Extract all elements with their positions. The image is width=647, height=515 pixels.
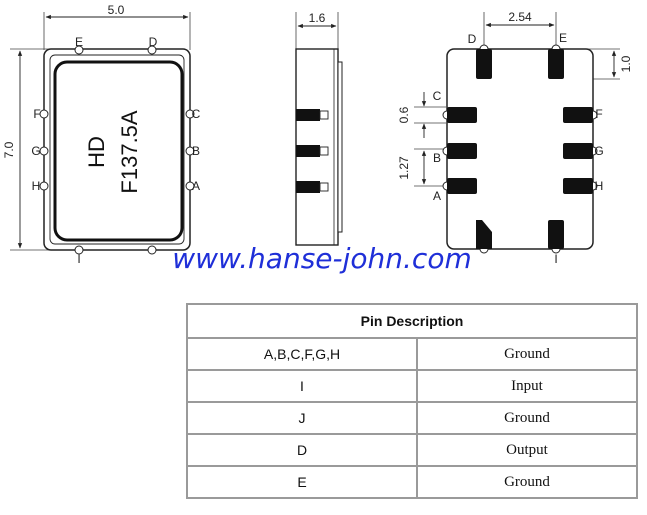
pad-b — [447, 143, 477, 159]
pad-dimension-label: 1.0 — [619, 55, 633, 72]
pin-label-h-top: H — [32, 179, 41, 193]
pin-label-a-bottom: A — [433, 189, 441, 203]
table-row: A,B,C,F,G,H Ground — [186, 337, 638, 371]
package-drawing: 5.0 7.0 E D F G H C B A I HD F137.5A — [2, 3, 633, 275]
watermark: www.hanse-john.com — [172, 242, 471, 275]
pin-label-b-top: B — [192, 144, 200, 158]
height-dimension-label: 7.0 — [2, 141, 16, 158]
pin-label-b-bottom: B — [433, 151, 441, 165]
pin-label-c-top: C — [192, 107, 201, 121]
top-view: 5.0 7.0 E D F G H C B A I HD F137.5A — [2, 3, 201, 266]
marking-line-1: HD — [84, 136, 109, 168]
pad-a — [447, 178, 477, 194]
pin-cell: A,B,C,F,G,H — [186, 337, 418, 371]
pin-label-i-top: I — [77, 252, 80, 266]
function-cell: Output — [416, 433, 638, 467]
table-row: I Input — [186, 369, 638, 403]
pad-i — [476, 220, 492, 249]
table-row: E Ground — [186, 465, 638, 499]
pad-j — [548, 220, 564, 249]
pin-description-table: Pin Description A,B,C,F,G,H Ground I Inp… — [186, 303, 638, 499]
pin-cell: E — [186, 465, 418, 499]
pin-table-header: Pin Description — [186, 303, 638, 339]
pad-g — [563, 143, 593, 159]
pad-e — [548, 49, 564, 79]
lid — [53, 60, 184, 242]
pin-label-d-bottom: D — [468, 32, 477, 46]
pin-label-e-top: E — [75, 35, 83, 49]
side-view: 1.6 — [295, 11, 343, 246]
pin-cell: I — [186, 369, 418, 403]
thickness-dimension-label: 1.6 — [309, 11, 326, 25]
function-cell: Ground — [416, 337, 638, 371]
pad-c — [447, 107, 477, 123]
pitch-dimension-label: 2.54 — [508, 10, 532, 24]
pin-label-f-bottom: F — [595, 107, 602, 121]
pin-label-i-bottom: I — [554, 252, 557, 266]
pin-label-c-bottom: C — [433, 89, 442, 103]
pin-label-f-top: F — [33, 107, 40, 121]
pin-label-d-top: D — [149, 35, 158, 49]
marking-line-2: F137.5A — [117, 110, 142, 193]
pad-height-dimension-label: 0.6 — [397, 106, 411, 123]
pin-label-h-bottom: H — [595, 179, 604, 193]
pad-pitch-dimension-label: 1.27 — [397, 156, 411, 180]
pin-label-e-bottom: E — [559, 31, 567, 45]
function-cell: Ground — [416, 465, 638, 499]
pad-f — [563, 107, 593, 123]
pin-cell: J — [186, 401, 418, 435]
pin-label-g-bottom: G — [594, 144, 603, 158]
pad-d — [476, 49, 492, 79]
function-cell: Ground — [416, 401, 638, 435]
bottom-view: 2.54 1.0 0.6 1.27 — [397, 10, 633, 266]
table-row: J Ground — [186, 401, 638, 435]
pin-cell: D — [186, 433, 418, 467]
function-cell: Input — [416, 369, 638, 403]
pin-label-a-top: A — [192, 179, 200, 193]
width-dimension-label: 5.0 — [108, 3, 125, 17]
pin-label-g-top: G — [31, 144, 40, 158]
table-row: D Output — [186, 433, 638, 467]
pad-h — [563, 178, 593, 194]
